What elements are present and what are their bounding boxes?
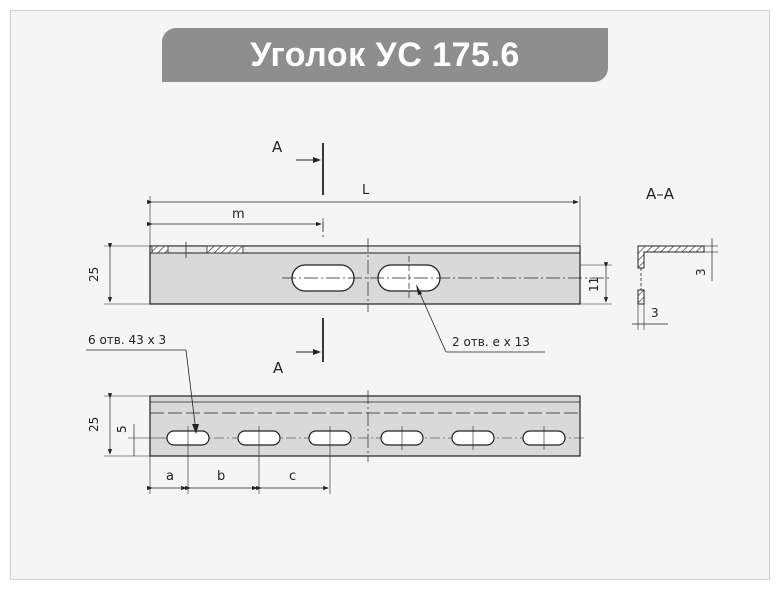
section-view: A–A 3 3 bbox=[632, 185, 718, 330]
dim-3-section-bottom: 3 bbox=[651, 306, 659, 320]
dim-5: 5 bbox=[115, 425, 129, 433]
front-view: A A L m 25 11 2 отв. е x 13 bbox=[87, 138, 612, 377]
callout-6-holes: 6 отв. 43 x 3 bbox=[88, 333, 166, 347]
section-marker-bottom: A bbox=[273, 359, 284, 377]
plan-plate bbox=[149, 395, 581, 457]
dim-25-front: 25 bbox=[87, 267, 101, 282]
title-banner: Уголок УС 175.6 bbox=[162, 28, 608, 82]
plan-view: 6 отв. 43 x 3 25 5 a b c bbox=[86, 333, 585, 494]
callout-2-holes: 2 отв. е x 13 bbox=[452, 335, 530, 349]
flange-hatch-mid bbox=[206, 245, 244, 254]
dim-a: a bbox=[166, 469, 174, 484]
section-title: A–A bbox=[646, 185, 675, 203]
dim-L: L bbox=[362, 183, 370, 198]
dim-c: c bbox=[289, 469, 296, 484]
page-title: Уголок УС 175.6 bbox=[250, 35, 520, 74]
dim-b: b bbox=[217, 469, 225, 484]
dim-3-section-top: 3 bbox=[694, 268, 708, 276]
front-flange bbox=[149, 245, 581, 254]
dim-11: 11 bbox=[587, 277, 601, 292]
dim-m: m bbox=[232, 207, 245, 222]
front-plate bbox=[149, 245, 581, 305]
section-marker-top: A bbox=[272, 138, 283, 156]
dim-25-plan: 25 bbox=[87, 417, 101, 432]
flange-hatch-left bbox=[151, 245, 169, 254]
